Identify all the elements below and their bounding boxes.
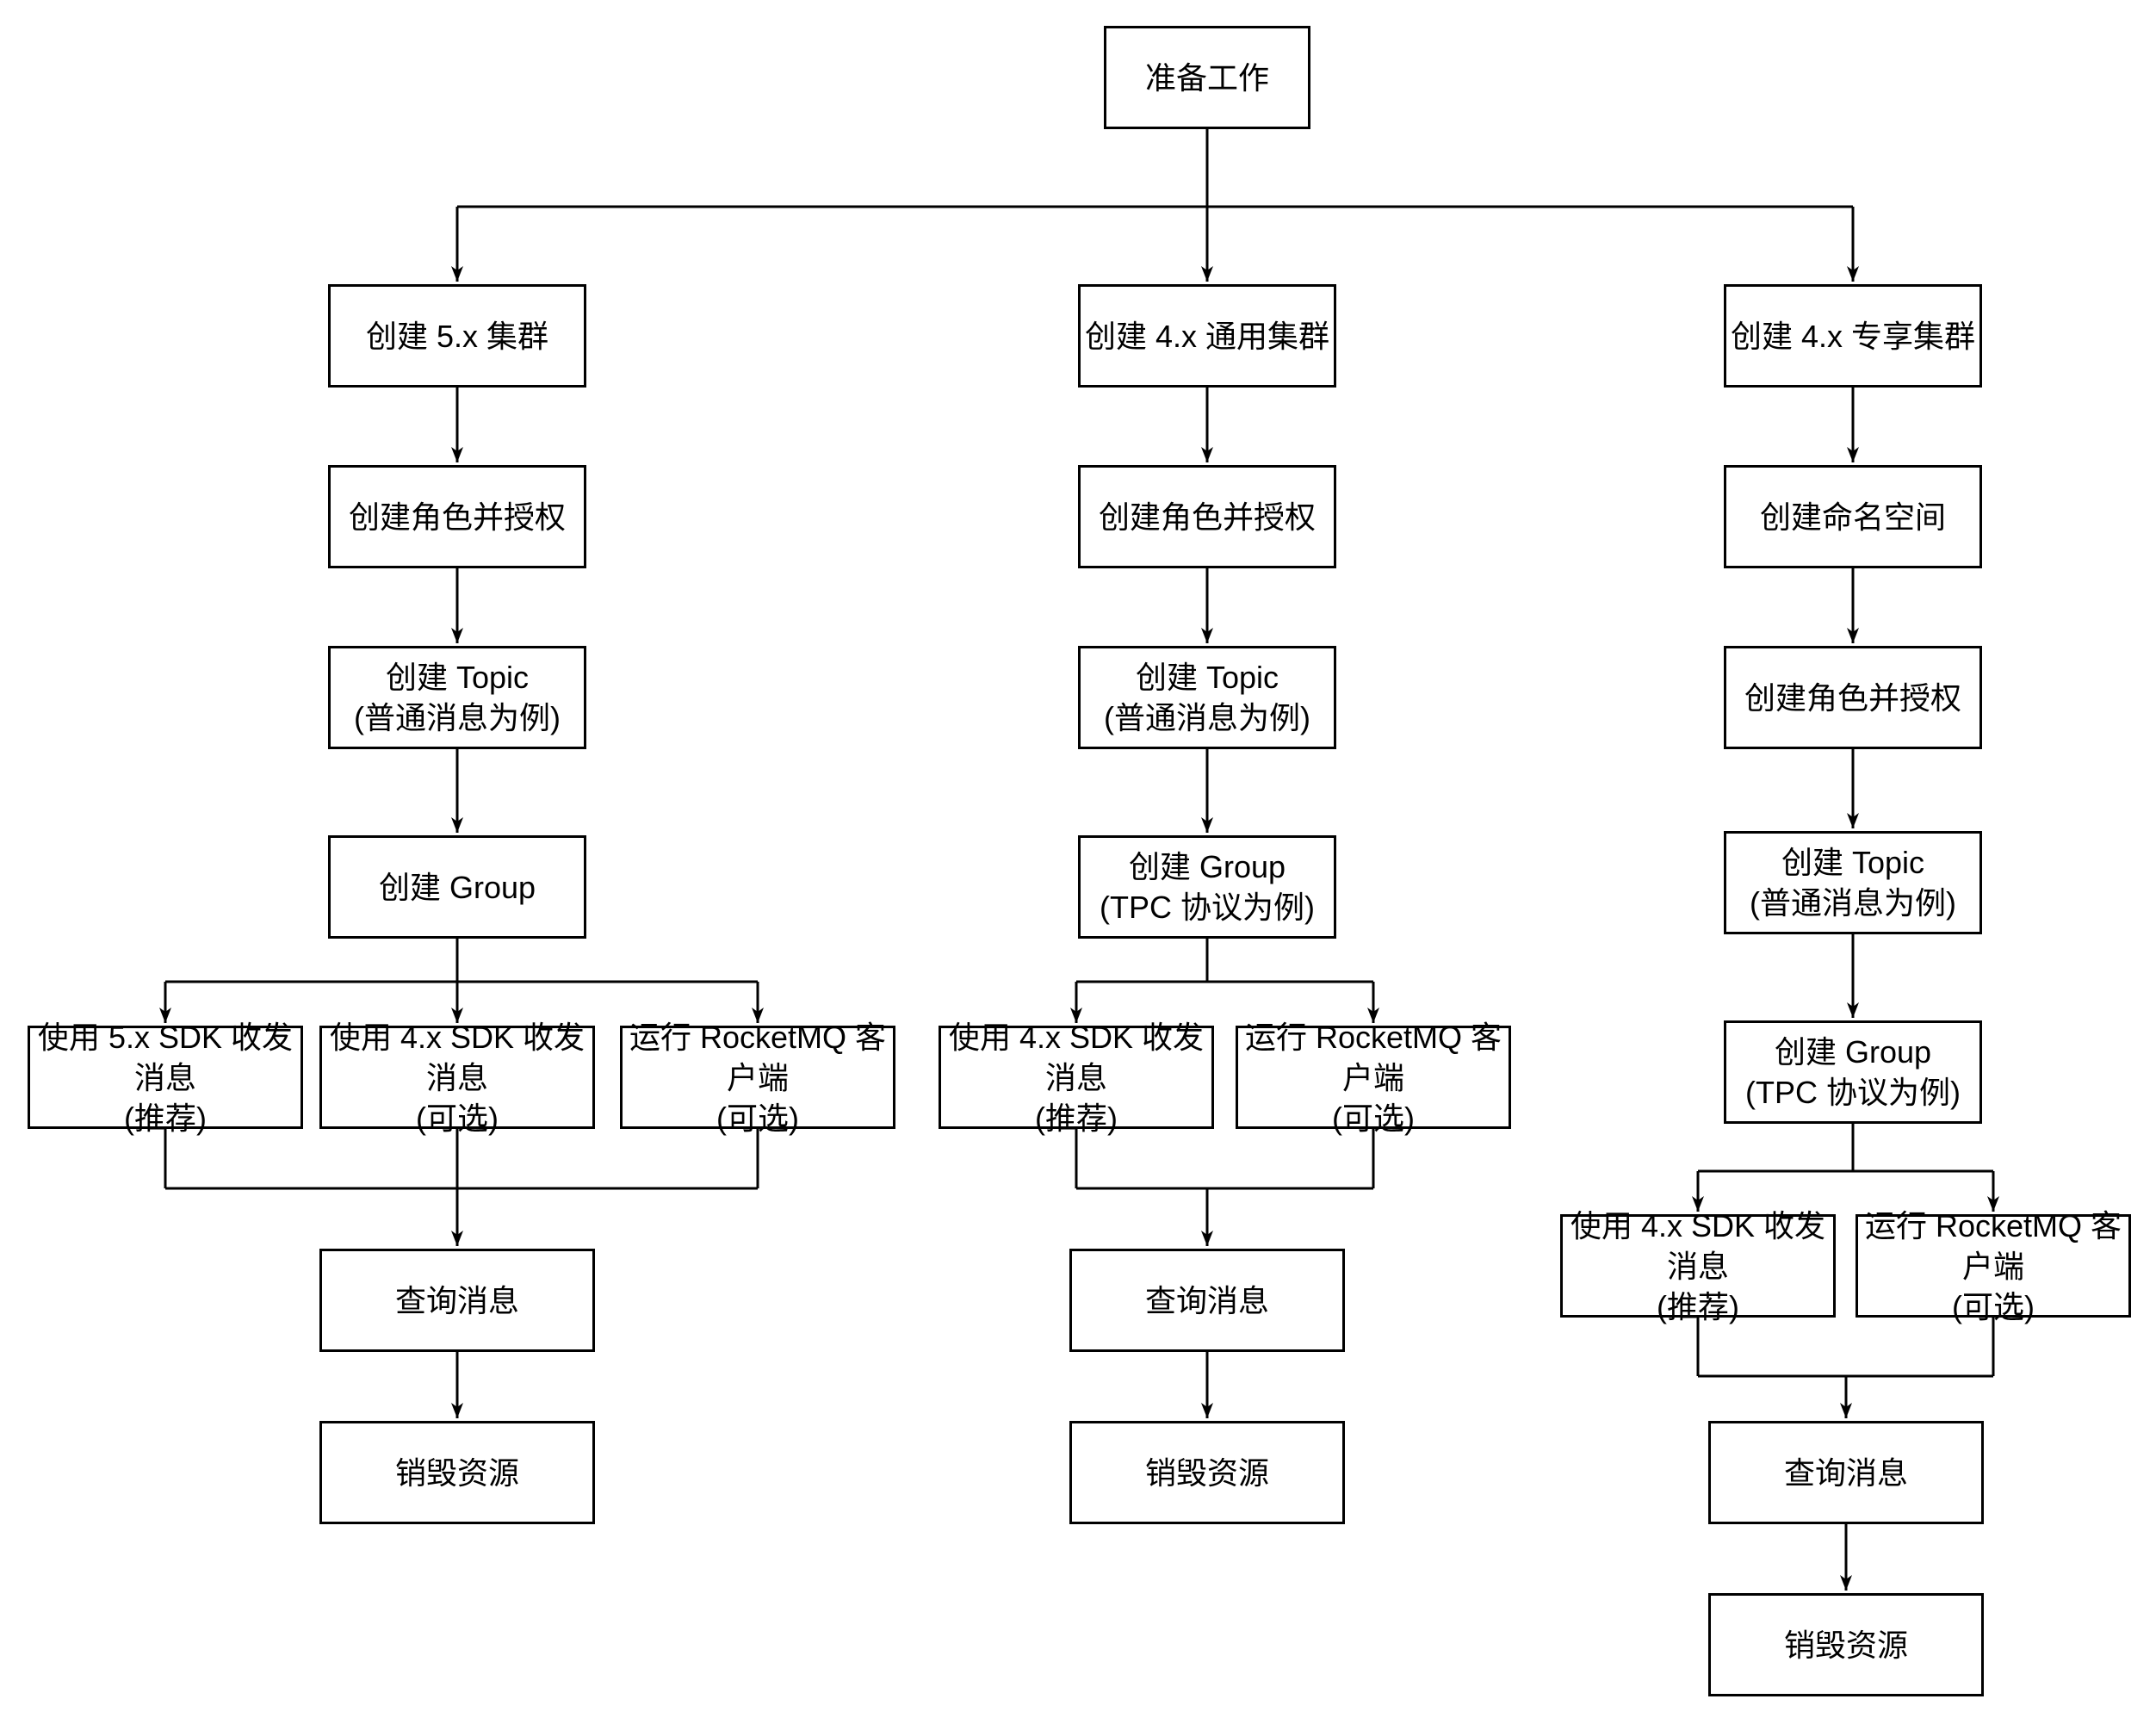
node-4x-general-create-role: 创建角色并授权 bbox=[1078, 465, 1336, 568]
node-5x-destroy-resource: 销毁资源 bbox=[319, 1421, 595, 1524]
node-5x-create-topic: 创建 Topic (普通消息为例) bbox=[328, 646, 586, 749]
node-4x-dedicated-create-role: 创建角色并授权 bbox=[1724, 646, 1982, 749]
connectors-top bbox=[451, 129, 1859, 282]
node-4x-general-create-cluster: 创建 4.x 通用集群 bbox=[1078, 284, 1336, 388]
node-4x-general-destroy-resource: 销毁资源 bbox=[1069, 1421, 1345, 1524]
node-4x-general-use-4x-sdk: 使用 4.x SDK 收发消息 (推荐) bbox=[939, 1020, 1214, 1136]
node-5x-create-role: 创建角色并授权 bbox=[328, 465, 586, 568]
node-4x-general-create-topic: 创建 Topic (普通消息为例) bbox=[1078, 646, 1336, 749]
node-4x-dedicated-run-rocketmq-client: 运行 RocketMQ 客户端 (可选) bbox=[1856, 1208, 2131, 1324]
node-4x-dedicated-create-namespace: 创建命名空间 bbox=[1724, 465, 1982, 568]
node-4x-dedicated-create-group: 创建 Group (TPC 协议为例) bbox=[1724, 1020, 1982, 1124]
node-4x-dedicated-create-cluster: 创建 4.x 专享集群 bbox=[1724, 284, 1982, 388]
node-4x-dedicated-destroy-resource: 销毁资源 bbox=[1708, 1593, 1984, 1696]
node-preparation: 准备工作 bbox=[1104, 26, 1310, 129]
node-5x-create-cluster: 创建 5.x 集群 bbox=[328, 284, 586, 388]
node-5x-create-group: 创建 Group bbox=[328, 835, 586, 939]
connectors-col-4x-dedicated bbox=[1692, 388, 1999, 1591]
node-4x-dedicated-query-message: 查询消息 bbox=[1708, 1421, 1984, 1524]
node-5x-use-5x-sdk: 使用 5.x SDK 收发消息 (推荐) bbox=[28, 1020, 303, 1136]
node-4x-dedicated-use-4x-sdk: 使用 4.x SDK 收发消息 (推荐) bbox=[1560, 1208, 1836, 1324]
node-4x-general-query-message: 查询消息 bbox=[1069, 1249, 1345, 1352]
node-4x-dedicated-create-topic: 创建 Topic (普通消息为例) bbox=[1724, 831, 1982, 934]
node-5x-run-rocketmq-client: 运行 RocketMQ 客户端 (可选) bbox=[620, 1020, 895, 1136]
node-5x-use-4x-sdk: 使用 4.x SDK 收发消息 (可选) bbox=[319, 1020, 595, 1136]
connectors-col-5x bbox=[159, 388, 764, 1418]
node-4x-general-run-rocketmq-client: 运行 RocketMQ 客户端 (可选) bbox=[1236, 1020, 1511, 1136]
node-4x-general-create-group: 创建 Group (TPC 协议为例) bbox=[1078, 835, 1336, 939]
connectors-col-4x-general bbox=[1070, 388, 1379, 1418]
node-5x-query-message: 查询消息 bbox=[319, 1249, 595, 1352]
